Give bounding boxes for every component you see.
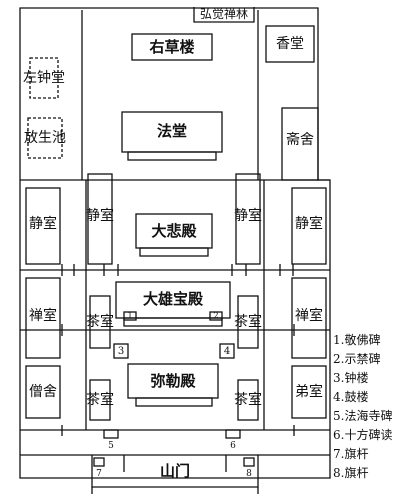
marker-8: 8	[246, 469, 252, 479]
left-outer-quiet-label: 静室	[29, 215, 57, 232]
left-tea-lower-label: 茶室	[86, 391, 114, 408]
gate-detail	[91, 455, 259, 494]
marker-1: 1	[127, 311, 132, 320]
library-label: 右草楼	[149, 38, 194, 56]
marker-8-box	[243, 457, 255, 467]
marker-6-box	[225, 429, 241, 439]
maitreya-label: 弥勒殿	[150, 372, 196, 390]
library-hall	[131, 33, 213, 61]
marker-6: 6	[230, 441, 236, 451]
right-outer-quiet-room	[291, 187, 327, 265]
right-tea-label: 茶室	[234, 313, 262, 330]
fragrance-hall-label: 香堂	[276, 36, 304, 52]
left-top-box-label: 左钟堂	[23, 69, 65, 86]
left-guest-label: 僧舍	[29, 384, 57, 400]
marker-3: 3	[118, 346, 124, 357]
right-meditation-label: 禅室	[295, 307, 323, 324]
legend-item-7: 7.旗杆	[333, 446, 368, 461]
marker-5-box	[103, 429, 119, 439]
refectory-room	[281, 107, 319, 181]
marker-7: 7	[96, 469, 102, 479]
top-step	[193, 7, 255, 23]
marker-4: 4	[224, 346, 230, 357]
marker-3-box	[113, 343, 129, 359]
right-tea-lower-label: 茶室	[234, 391, 262, 408]
right-guest-label: 弟室	[295, 383, 323, 400]
mahavira-label: 大雄宝殿	[143, 290, 204, 308]
left-meditation-label: 禅室	[29, 307, 57, 324]
left-tea-label: 茶室	[86, 313, 114, 330]
left-mid-box	[27, 117, 63, 159]
great-compassion-hall-base	[139, 247, 209, 257]
legend-item-3: 3.钟楼	[333, 370, 368, 385]
right-inner-quiet-label: 静室	[234, 207, 262, 224]
right-guest-room	[291, 365, 327, 419]
dharma-hall-label: 法堂	[157, 122, 187, 140]
legend-item-8: 8.旗杆	[333, 465, 368, 480]
legend-item-6: 6.十方碑读	[333, 427, 392, 442]
left-tea-room-lower	[89, 379, 111, 421]
right-tea-room	[237, 295, 259, 349]
great-compassion-label: 大悲殿	[151, 222, 197, 240]
right-meditation-room	[291, 277, 327, 359]
gate-outline	[91, 455, 259, 488]
top-sign: 弘觉禅林	[200, 7, 248, 21]
marker-4-box	[219, 343, 235, 359]
marker-2-box	[209, 311, 223, 321]
legend-item-4: 4.鼓楼	[333, 389, 368, 404]
marker-5: 5	[108, 441, 114, 451]
left-inner-quiet-room	[87, 173, 113, 265]
left-meditation-room	[25, 277, 61, 359]
left-top-box	[29, 57, 59, 99]
gate-label: 山门	[160, 462, 190, 480]
marker-7-box	[93, 457, 105, 467]
marker-2: 2	[213, 311, 218, 320]
dharma-hall-base	[127, 151, 217, 161]
legend-item-1: 1.敬佛碑	[333, 332, 380, 347]
maitreya-hall-base	[135, 397, 213, 407]
left-inner-quiet-label: 静室	[86, 207, 114, 224]
right-inner-quiet-room	[235, 173, 261, 265]
legend: 1.敬佛碑 2.示禁碑 3.钟楼 4.鼓楼 5.法海寺碑 6.十方碑读 7.旗杆…	[333, 332, 392, 480]
legend-item-5: 5.法海寺碑	[333, 408, 392, 423]
marker-1-box	[123, 311, 137, 321]
fragrance-hall-room	[265, 25, 315, 63]
right-outer-quiet-label: 静室	[295, 215, 323, 232]
left-mid-box-label: 放生池	[24, 130, 66, 146]
left-outer-quiet-room	[25, 187, 61, 265]
left-guest-room	[25, 365, 61, 419]
right-tea-room-lower	[237, 379, 259, 421]
refectory-label: 斋舍	[286, 131, 314, 148]
legend-item-2: 2.示禁碑	[333, 351, 380, 366]
outer-wall	[19, 7, 331, 479]
left-tea-room	[89, 295, 111, 349]
mahavira-hall-base	[123, 317, 223, 327]
